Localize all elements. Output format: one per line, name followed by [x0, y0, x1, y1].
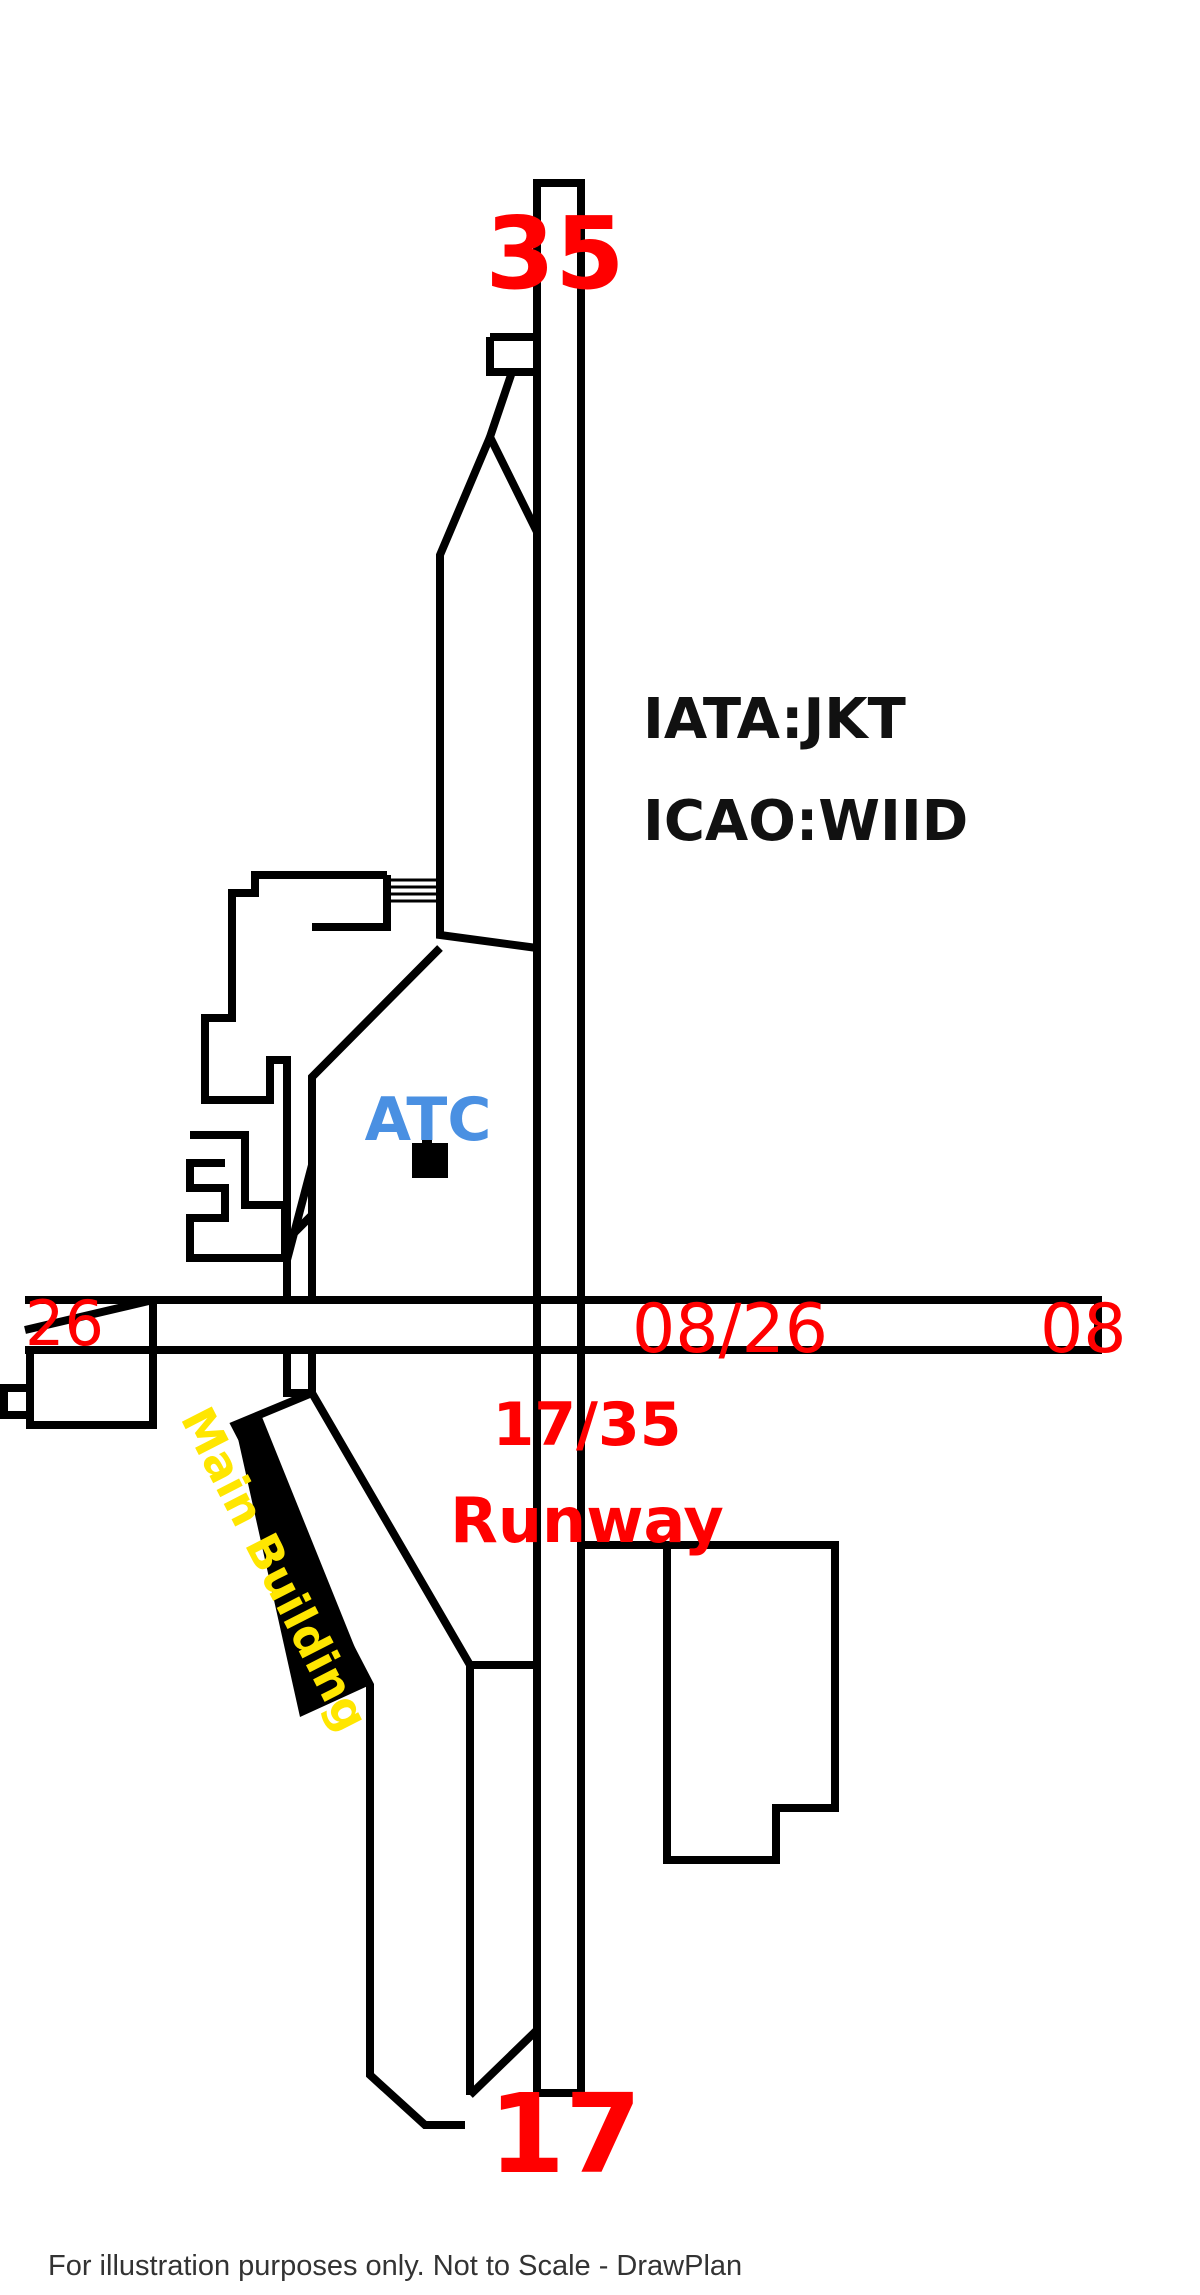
- main-apron-diagonal: [308, 945, 443, 1300]
- atc-label: ATC: [365, 1085, 492, 1155]
- main-building: [235, 1412, 370, 1717]
- west-terminal-inner: [312, 875, 391, 931]
- runway-end-26-label: 26: [25, 1287, 104, 1360]
- north-apron-west-edge: [436, 435, 538, 952]
- atc-tower: [412, 1143, 448, 1178]
- runway-17-35: [533, 179, 585, 2097]
- south-end-taxiway: [467, 2027, 540, 2098]
- west-terminal-outline: [201, 871, 387, 1300]
- runway-08-26-west-chevron: [24, 1296, 154, 1334]
- iata-code: IATA:JKT: [643, 687, 906, 752]
- footer-disclaimer: For illustration purposes only. Not to S…: [48, 2250, 743, 2282]
- runway-08-26-label: 08/26: [632, 1290, 828, 1369]
- icao-code: ICAO:WIID: [643, 789, 968, 854]
- runway-label: Runway: [450, 1484, 724, 1557]
- runway-end-35-label: 35: [485, 195, 624, 312]
- runway-end-17-label: 17: [488, 2070, 641, 2198]
- runway-17-35-label: 17/35: [493, 1390, 682, 1460]
- south-taxiway-west: [283, 1350, 316, 1397]
- apron-diagonal-small-2: [284, 1212, 315, 1243]
- hangar-small: [186, 1131, 289, 1262]
- east-building: [581, 1541, 839, 1864]
- west-stub-2: [0, 1384, 30, 1419]
- atc-tower-top: [422, 1130, 432, 1144]
- north-apron-outline: [486, 333, 541, 376]
- west-terminal-connector: [387, 878, 437, 903]
- west-stub-building: [26, 1350, 157, 1429]
- apron-diagonal-small: [283, 1163, 316, 1262]
- north-taxiway-spike: [485, 370, 541, 534]
- runway-end-08-label: 08: [1040, 1290, 1127, 1369]
- runway-08-26-top-edge: [25, 1296, 1102, 1354]
